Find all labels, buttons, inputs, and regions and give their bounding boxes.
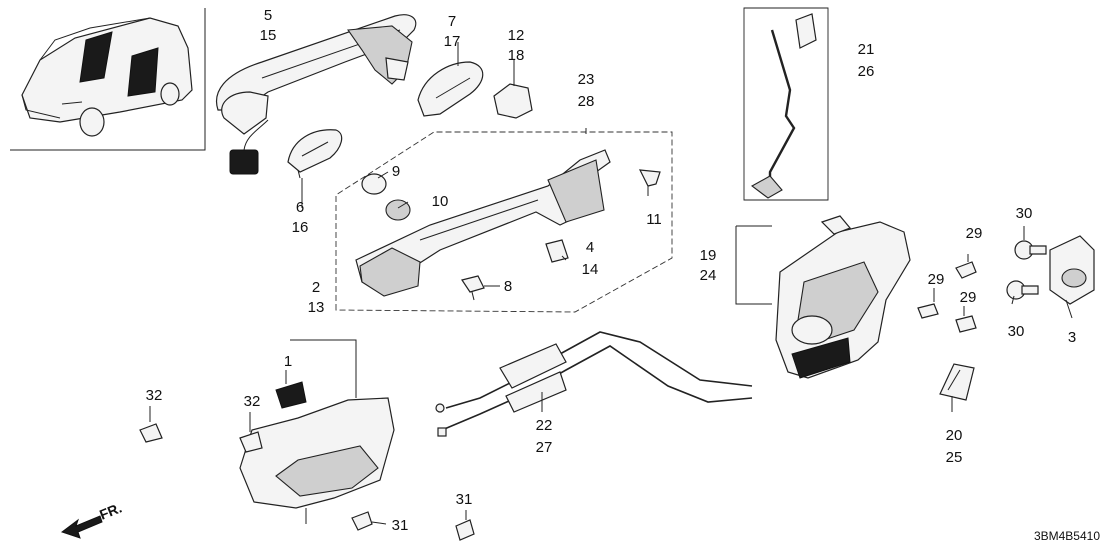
washer-30-bottom: [1006, 280, 1039, 300]
callout-25: 25: [946, 449, 963, 466]
handle-base-assembly: [335, 128, 673, 313]
callout-4: 4: [586, 239, 594, 256]
callout-30-top: 30: [1016, 205, 1033, 222]
leader-lines: [149, 171, 1025, 525]
handle-cover: [287, 129, 343, 179]
callout-18: 18: [508, 47, 525, 64]
callout-31-bottom: 31: [456, 491, 473, 508]
callout-32-left: 32: [146, 387, 163, 404]
screw-29-top: [955, 254, 977, 279]
callout-22: 22: [536, 417, 553, 434]
callout-28: 28: [578, 93, 595, 110]
diagram-code: 3BM4B5410: [1034, 529, 1100, 543]
callout-29-right: 29: [960, 289, 977, 306]
callout-8: 8: [504, 278, 512, 295]
callout-23: 23: [578, 71, 595, 88]
callout-13: 13: [308, 299, 325, 316]
front-direction-label: FR.: [97, 499, 124, 522]
callout-12: 12: [508, 27, 525, 44]
callout-21: 21: [858, 41, 875, 58]
trim-cover: [939, 363, 975, 401]
handle-clip: [493, 60, 533, 119]
clip-32-right: [239, 431, 263, 453]
vehicle-locator-inset: [10, 8, 206, 151]
callout-1: 1: [284, 353, 292, 370]
door-lock-actuator: [735, 215, 911, 379]
door-striker: [1049, 235, 1095, 319]
callout-2: 2: [312, 279, 320, 296]
lock-rod: [743, 7, 829, 201]
door-cable: [435, 331, 753, 437]
callout-9: 9: [392, 163, 400, 180]
callout-11: 11: [646, 211, 662, 228]
outer-door-handle: [216, 14, 417, 175]
callout-14: 14: [582, 261, 599, 278]
screw-29-right: [955, 315, 977, 333]
callout-15: 15: [260, 27, 277, 44]
callout-29-top: 29: [966, 225, 983, 242]
callout-6: 6: [296, 199, 304, 216]
callout-32-right: 32: [244, 393, 261, 410]
callout-30-bottom: 30: [1008, 323, 1025, 340]
gasket-cover: [417, 42, 484, 117]
screw-29-left: [917, 303, 939, 319]
washer-30-top: [1014, 240, 1047, 260]
callout-7: 7: [448, 13, 456, 30]
callout-16: 16: [292, 219, 309, 236]
screw-31-bottom: [455, 510, 475, 541]
callout-5: 5: [264, 7, 272, 24]
callout-labels: 5 15 7 17 12 18 23 28 21 26 6 16 9 10 11…: [146, 7, 1077, 534]
callout-27: 27: [536, 439, 553, 456]
clip-32-left: [139, 423, 163, 443]
front-direction-arrow: FR.: [60, 499, 124, 539]
screw-31-left: [351, 511, 373, 531]
callout-3: 3: [1068, 329, 1076, 346]
callout-10: 10: [432, 193, 449, 210]
callout-24: 24: [700, 267, 717, 284]
callout-31-left: 31: [392, 517, 409, 534]
inner-door-handle: [239, 339, 395, 524]
callout-29-left: 29: [928, 271, 945, 288]
callout-17: 17: [444, 33, 461, 50]
callout-26: 26: [858, 63, 875, 80]
callout-19: 19: [700, 247, 717, 264]
callout-20: 20: [946, 427, 963, 444]
